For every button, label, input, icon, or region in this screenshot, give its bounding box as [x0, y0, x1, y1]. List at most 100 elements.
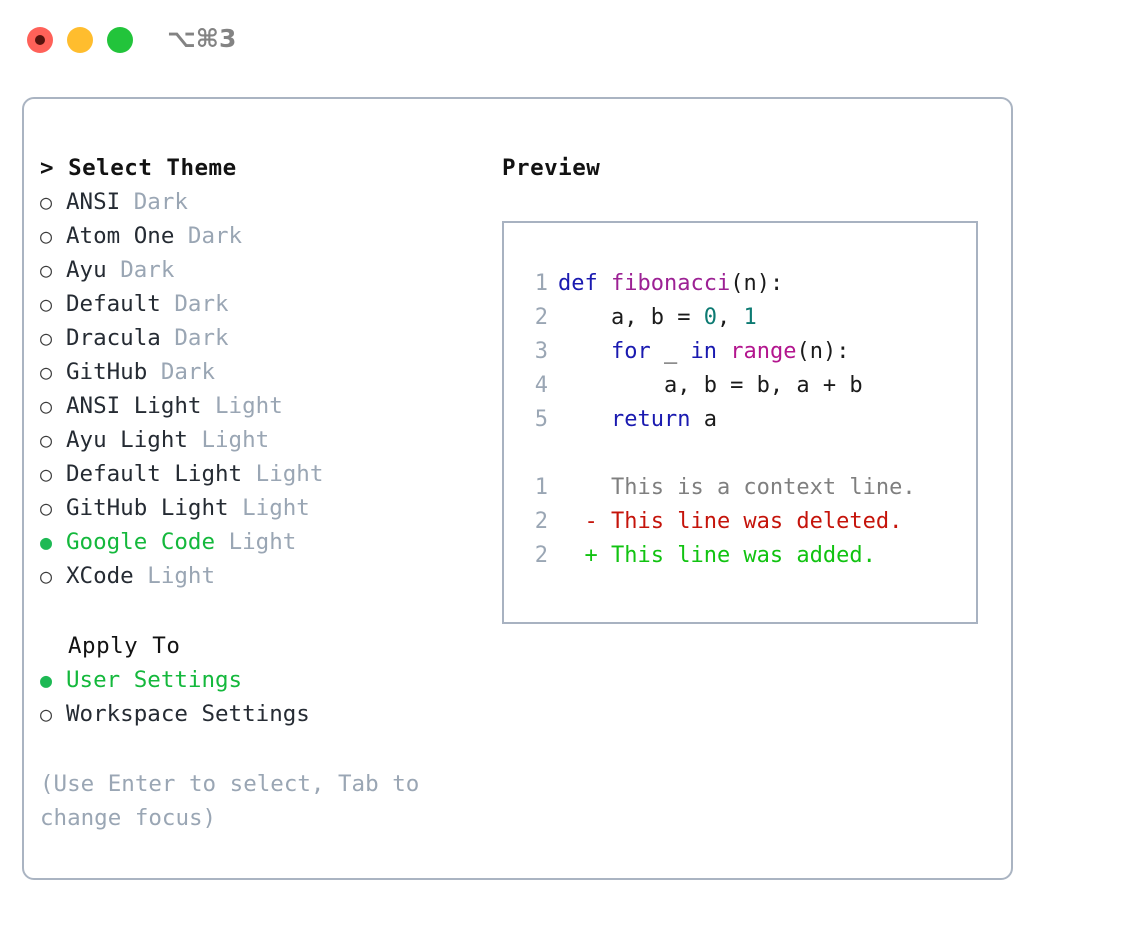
line-number: 3: [534, 339, 548, 364]
diff-sample: 1 This is a context line.2 - This line w…: [524, 471, 976, 573]
prompt-caret-icon: >: [40, 155, 55, 181]
theme-variant-tag: Dark: [160, 359, 216, 385]
code-token: (n):: [730, 271, 784, 296]
radio-unselected-icon: ○: [40, 224, 53, 248]
radio-unselected-icon: ○: [40, 394, 53, 418]
line-number: 1: [534, 271, 548, 296]
theme-list-item[interactable]: ○ Atom One Dark: [40, 219, 480, 253]
theme-picker-title: Select Theme: [68, 155, 237, 181]
apply-to-section: Apply To ● User Settings ○ Workspace Settin…: [40, 629, 480, 731]
maximize-window-button[interactable]: [107, 27, 133, 53]
radio-unselected-icon: ○: [40, 360, 53, 384]
code-line: 3 for _ in range(n):: [524, 335, 976, 369]
radio-unselected-icon: ○: [40, 258, 53, 282]
code-token: [558, 407, 611, 432]
theme-variant-tag: Light: [215, 393, 283, 419]
theme-variant-tag: Dark: [187, 223, 243, 249]
keyboard-shortcut-label: ⌥⌘3: [167, 24, 237, 53]
main-panel: > Select Theme ○ANSI Dark○Atom One Dark○…: [22, 97, 1013, 880]
theme-name: Google Code: [66, 529, 216, 555]
code-token: a, b = b, a + b: [558, 373, 863, 398]
apply-to-label: Apply To: [68, 633, 181, 659]
theme-name: Atom One: [66, 223, 175, 249]
theme-name: GitHub Light: [66, 495, 229, 521]
apply-to-option[interactable]: ● User Settings: [40, 663, 480, 697]
close-window-button[interactable]: [27, 27, 53, 53]
minimize-window-button[interactable]: [67, 27, 93, 53]
code-line: 1 def fibonacci(n):: [524, 267, 976, 301]
radio-unselected-icon: ○: [40, 428, 53, 452]
theme-name: Ayu: [66, 257, 107, 283]
code-line: 2 a, b = 0, 1: [524, 301, 976, 335]
theme-variant-tag: Dark: [120, 257, 175, 283]
theme-list-item[interactable]: ● Google Code Light: [40, 525, 480, 559]
theme-list: ○ANSI Dark○Atom One Dark○Ayu Dark○Defaul…: [40, 185, 480, 593]
code-token: a, b =: [558, 305, 704, 330]
theme-variant-tag: Light: [255, 461, 324, 487]
theme-list-item[interactable]: ○Ayu Light Light: [40, 423, 480, 457]
line-number: 4: [534, 373, 548, 398]
radio-unselected-icon: ○: [40, 190, 53, 214]
theme-name: Default Light: [66, 461, 243, 487]
code-diff-separator: [524, 437, 976, 471]
radio-unselected-icon: ○: [40, 564, 53, 588]
theme-list-item[interactable]: ○GitHub Dark: [40, 355, 480, 389]
keyboard-hint-text: (Use Enter to select, Tab to change focu…: [40, 771, 420, 831]
theme-list-item[interactable]: ○ Dracula Dark: [40, 321, 480, 355]
diff-line-text: + This line was added.: [558, 543, 876, 568]
apply-to-option-label: Workspace Settings: [66, 701, 310, 727]
radio-unselected-icon: ○: [40, 326, 53, 350]
line-number: 1: [534, 475, 548, 500]
theme-picker-prompt: > Select Theme: [40, 151, 480, 185]
line-number: 2: [534, 509, 548, 534]
theme-list-item[interactable]: ○ XCode Light: [40, 559, 480, 593]
code-token: 1: [743, 305, 757, 330]
diff-line-text: - This line was deleted.: [558, 509, 903, 534]
code-token: return: [610, 407, 691, 432]
titlebar: ⌥⌘3: [0, 0, 1140, 78]
code-token: 0: [703, 305, 717, 330]
theme-list-item[interactable]: ○ Ayu Dark: [40, 253, 480, 287]
preview-title: Preview: [502, 155, 601, 181]
code-token: (n):: [796, 339, 850, 364]
code-token: for: [610, 339, 651, 364]
theme-list-item[interactable]: ○ ANSI Dark: [40, 185, 480, 219]
radio-unselected-icon: ○: [40, 462, 53, 486]
line-number: 2: [534, 543, 548, 568]
code-token: fibonacci: [610, 271, 731, 296]
code-token: def: [558, 271, 611, 296]
diff-line: 1 This is a context line.: [524, 471, 976, 505]
recording-indicator-dot: [35, 35, 45, 45]
theme-variant-tag: Light: [147, 563, 216, 589]
code-token: ,: [716, 305, 744, 330]
radio-selected-icon: ●: [40, 668, 53, 692]
apply-to-option[interactable]: ○ Workspace Settings: [40, 697, 480, 731]
theme-name: Dracula: [66, 325, 161, 351]
theme-name: Default: [66, 291, 161, 317]
theme-name: XCode: [66, 563, 134, 589]
theme-list-item[interactable]: ○GitHub Light Light: [40, 491, 480, 525]
theme-name: Ayu Light: [66, 427, 188, 453]
radio-selected-icon: ●: [40, 530, 53, 554]
diff-line: 2 - This line was deleted.: [524, 505, 976, 539]
radio-unselected-icon: ○: [40, 702, 53, 726]
theme-list-item[interactable]: ○Default Dark: [40, 287, 480, 321]
theme-list-item[interactable]: ○ANSI Light Light: [40, 389, 480, 423]
diff-line-text: This is a context line.: [558, 475, 916, 500]
code-line: 5 return a: [524, 403, 976, 437]
theme-variant-tag: Dark: [174, 325, 229, 351]
code-token: a: [690, 407, 717, 432]
code-token: [717, 339, 730, 364]
line-number: 2: [534, 305, 548, 330]
apply-to-list: ● User Settings ○ Workspace Settings: [40, 663, 480, 731]
theme-list-item[interactable]: ○ Default Light Light: [40, 457, 480, 491]
code-token: in: [690, 339, 717, 364]
theme-variant-tag: Dark: [133, 189, 188, 215]
theme-name: ANSI: [66, 189, 121, 215]
apply-to-option-label: User Settings: [66, 667, 243, 693]
theme-variant-tag: Light: [228, 529, 297, 555]
